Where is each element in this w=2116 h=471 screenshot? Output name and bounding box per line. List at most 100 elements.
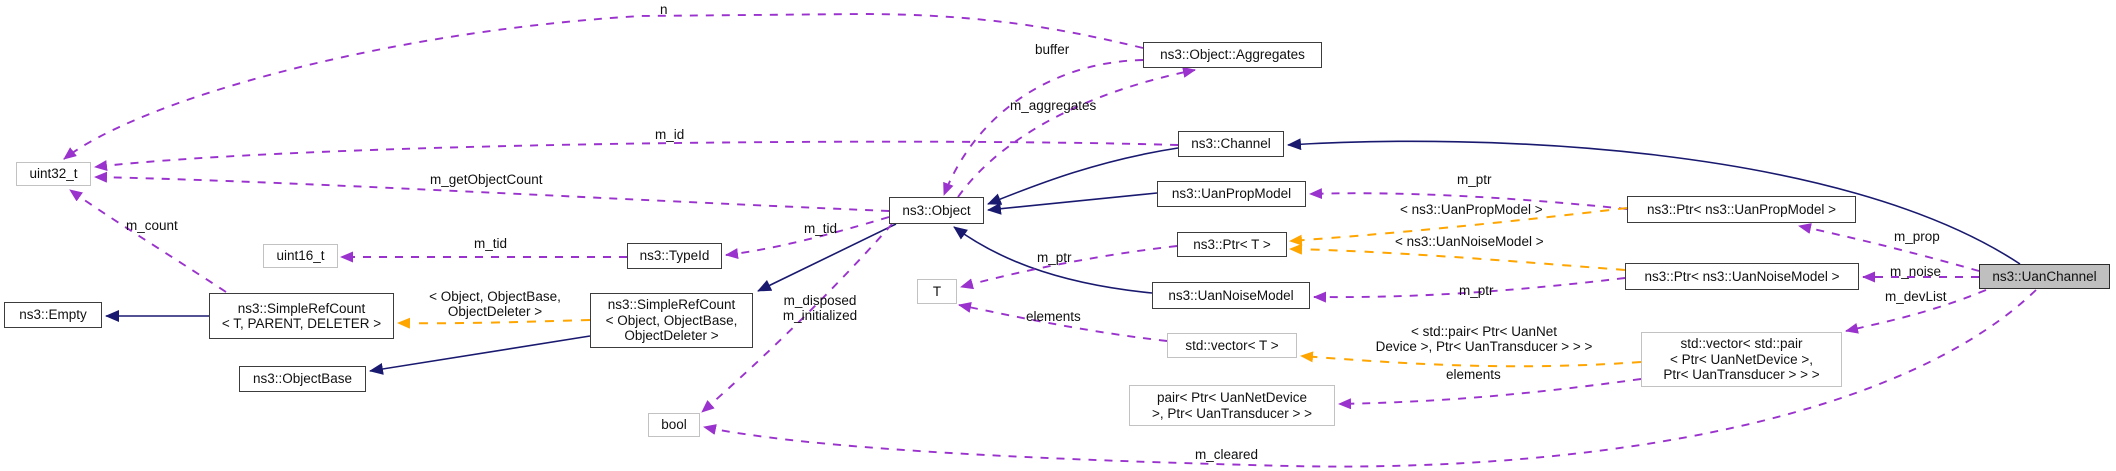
node-ptrnoise[interactable]: ns3::Ptr< ns3::UanNoiseModel > [1625, 263, 1859, 290]
edge-mtid2-usage [725, 216, 890, 259]
node-label: uint32_t [29, 166, 78, 182]
edge-mptr_t-usage [960, 245, 1178, 290]
node-label: ns3::Empty [19, 307, 87, 323]
edge-label-line: Device >, Ptr< UanTransducer > > > [1375, 339, 1593, 354]
edge-label-mptr_noise: m_ptr [1459, 283, 1494, 298]
node-label: ns3::Object [902, 202, 971, 218]
node-pair: pair< Ptr< UanNetDevice >, Ptr< UanTrans… [1129, 385, 1335, 426]
node-label: ns3::SimpleRefCount [237, 300, 366, 316]
edge-label-mdevlist: m_devList [1885, 289, 1947, 304]
edge-obj_srcobj-inheritance [757, 223, 897, 292]
edge-label-mprop: m_prop [1894, 229, 1940, 244]
node-bool: bool [648, 413, 700, 437]
node-label: ns3::UanPropModel [1171, 186, 1292, 202]
node-uannoise[interactable]: ns3::UanNoiseModel [1152, 282, 1310, 309]
node-aggregates[interactable]: ns3::Object::Aggregates [1143, 42, 1322, 68]
edge-label-elem_pair: elements [1446, 367, 1501, 382]
edge-t_noise-template [1289, 243, 1626, 271]
node-label: ns3::ObjectBase [252, 371, 353, 387]
node-ptrt[interactable]: ns3::Ptr< T > [1177, 232, 1287, 257]
node-label: ns3::Ptr< ns3::UanPropModel > [1646, 201, 1837, 217]
node-label: >, Ptr< UanTransducer > > [1151, 405, 1313, 421]
node-vectorpair: std::vector< std::pair< Ptr< UanNetDevic… [1641, 332, 1842, 387]
node-label: std::vector< T > [1185, 337, 1279, 353]
edge-label-mnoise: m_noise [1890, 264, 1942, 279]
edge-channel_obj-inheritance [987, 147, 1179, 205]
node-uint32: uint32_t [16, 162, 91, 186]
edge-mprop-usage [1798, 223, 1980, 272]
node-ptrprop[interactable]: ns3::Ptr< ns3::UanPropModel > [1627, 196, 1856, 223]
node-label: ns3::UanChannel [1992, 268, 2097, 284]
node-label: Ptr< UanTransducer > > > [1663, 367, 1820, 383]
node-object[interactable]: ns3::Object [889, 197, 984, 224]
edge-elem_pair-usage [1338, 378, 1642, 410]
edge-label-mgoc: m_getObjectCount [430, 172, 543, 187]
edge-label-t_prop: < ns3::UanPropModel > [1400, 202, 1543, 217]
node-uint16: uint16_t [263, 244, 338, 268]
node-t: T [917, 279, 957, 304]
edge-label-maggr: m_aggregates [1010, 98, 1097, 113]
node-empty[interactable]: ns3::Empty [4, 302, 102, 328]
edge-mcleared-usage [703, 289, 2037, 468]
edge-label-buffer: buffer [1035, 42, 1070, 57]
edge-label-line: < Object, ObjectBase, [429, 289, 561, 304]
node-channel[interactable]: ns3::Channel [1178, 131, 1284, 157]
edge-srcobj_objbase-inheritance [369, 335, 591, 375]
edge-label-mtid2: m_tid [804, 221, 838, 236]
edge-label-line: m_disposed [783, 293, 857, 308]
edge-mdevlist-usage [1845, 289, 1987, 334]
edge-label-mid: m_id [655, 127, 685, 142]
node-label: ns3::TypeId [639, 248, 710, 264]
node-label: ns3::SimpleRefCount [607, 297, 736, 313]
node-srct[interactable]: ns3::SimpleRefCount< T, PARENT, DELETER … [209, 293, 394, 339]
edge-maggr-usage [957, 66, 1196, 198]
node-label: < T, PARENT, DELETER > [221, 316, 382, 331]
edge-uan_channel-inheritance [1287, 138, 2021, 265]
node-label: ns3::Channel [1191, 136, 1271, 152]
edge-label-line: m_initialized [782, 308, 858, 323]
node-label: < Object, ObjectBase, [605, 312, 738, 328]
edge-label-mptr_t: m_ptr [1037, 250, 1072, 265]
edge-label-mtid1: m_tid [474, 236, 508, 251]
node-label: bool [661, 417, 687, 433]
edge-label-line: ObjectDeleter > [447, 304, 543, 319]
node-label: ns3::Ptr< ns3::UanNoiseModel > [1644, 268, 1840, 284]
edge-label-mcleared: m_cleared [1195, 447, 1259, 462]
node-srcobj[interactable]: ns3::SimpleRefCount< Object, ObjectBase,… [590, 293, 753, 348]
node-label: ObjectDeleter > [624, 328, 719, 344]
node-typeid[interactable]: ns3::TypeId [627, 243, 722, 269]
edge-label-line: < std::pair< Ptr< UanNet [1411, 324, 1557, 339]
edge-label-n: n [660, 2, 668, 17]
edge-mid-usage [94, 140, 1179, 172]
edge-elem_t-usage [958, 302, 1168, 342]
node-label: ns3::Ptr< T > [1193, 236, 1271, 252]
edge-mptr_noise-usage [1313, 277, 1626, 303]
edge-buffer-usage [943, 59, 1144, 196]
node-label: < Ptr< UanNetDevice >, [1670, 351, 1813, 367]
edge-label-t_srcobj: < Object, ObjectBase,ObjectDeleter > [420, 289, 570, 319]
edge-mcount-usage [69, 189, 227, 293]
edge-label-mptr_prop: m_ptr [1457, 172, 1492, 187]
edge-label-mcount: m_count [126, 218, 178, 233]
edge-mgoc-usage [94, 171, 890, 212]
node-label: T [932, 283, 942, 299]
node-label: uint16_t [276, 248, 325, 264]
edge-label-t_noise: < ns3::UanNoiseModel > [1395, 234, 1544, 249]
node-label: ns3::Object::Aggregates [1160, 47, 1305, 63]
node-uanchannel: ns3::UanChannel [1979, 264, 2110, 289]
edge-label-elem_t: elements [1026, 309, 1081, 324]
node-vectort: std::vector< T > [1167, 333, 1297, 358]
edge-noise_obj-inheritance [953, 226, 1153, 294]
node-label: pair< Ptr< UanNetDevice [1156, 390, 1308, 405]
node-label: ns3::UanNoiseModel [1168, 287, 1294, 303]
node-label: std::vector< std::pair [1680, 336, 1803, 352]
edge-prop_obj-inheritance [987, 192, 1158, 215]
node-uanprop[interactable]: ns3::UanPropModel [1157, 181, 1306, 207]
edge-t_vec-template [1300, 351, 1642, 368]
edge-mdisp-usage [701, 223, 893, 413]
edge-n-usage [63, 13, 1144, 160]
node-objectbase[interactable]: ns3::ObjectBase [239, 366, 366, 392]
